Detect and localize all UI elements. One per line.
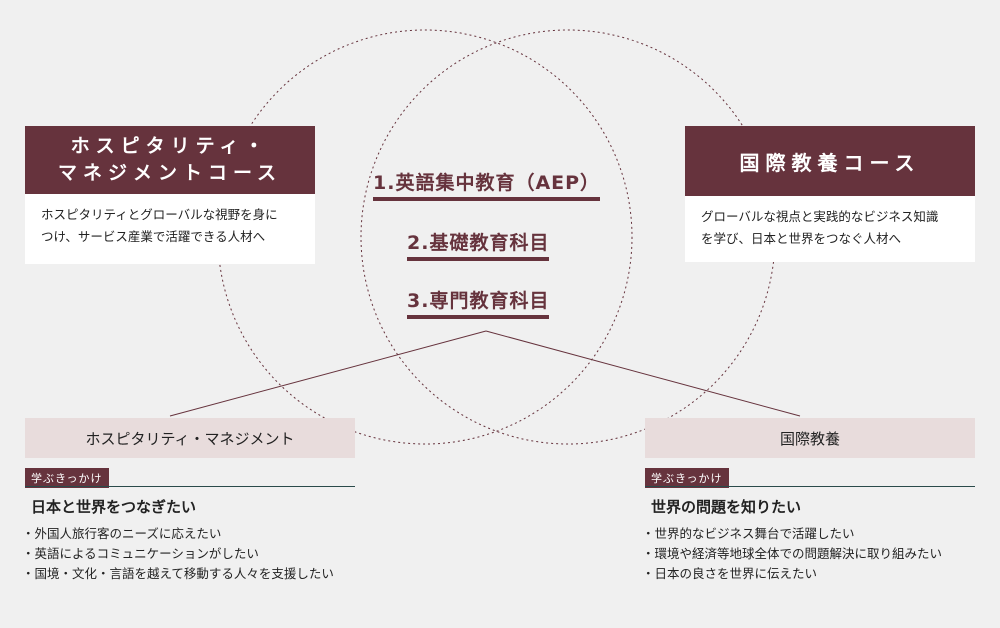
subject-basic: 2.基礎教育科目 <box>407 228 550 261</box>
list-item: 日本の良さを世界に伝えたい <box>642 564 942 584</box>
hospitality-course-desc: ホスピタリティとグローバルな視野を身に つけ、サービス産業で活躍できる人材へ <box>25 194 315 264</box>
list-item: 世界的なビジネス舞台で活躍したい <box>642 524 942 544</box>
hospitality-tag-underline <box>25 486 355 487</box>
list-item: 国境・文化・言語を越えて移動する人々を支援したい <box>22 564 334 584</box>
hospitality-desc-line1: ホスピタリティとグローバルな視野を身に <box>41 207 278 222</box>
global-desc-line2: を学び、日本と世界をつなぐ人材へ <box>701 231 902 246</box>
hospitality-motive-list: 外国人旅行客のニーズに応えたい 英語によるコミュニケーションがしたい 国境・文化… <box>22 524 334 584</box>
hospitality-desc-line2: つけ、サービス産業で活躍できる人材へ <box>41 229 266 244</box>
connector-left <box>169 330 487 417</box>
list-item: 英語によるコミュニケーションがしたい <box>22 544 334 564</box>
global-motive: 世界の問題を知りたい <box>651 498 802 516</box>
hospitality-motive: 日本と世界をつなぎたい <box>31 498 197 516</box>
global-desc-line1: グローバルな視点と実践的なビジネス知識 <box>701 209 939 224</box>
global-path-title-text: 国際教養 <box>779 429 840 448</box>
hospitality-path-title-text: ホスピタリティ・マネジメント <box>85 429 295 448</box>
global-motive-tag: 学ぶきっかけ <box>645 468 729 488</box>
list-item: 外国人旅行客のニーズに応えたい <box>22 524 334 544</box>
hospitality-course-title: ホスピタリティ・ マネジメントコース <box>25 126 315 194</box>
global-motive-list: 世界的なビジネス舞台で活躍したい 環境や経済等地球全体での問題解決に取り組みたい… <box>642 524 943 584</box>
subject-aep: 1.英語集中教育（AEP） <box>373 168 601 201</box>
global-course-title: 国際教養コース <box>685 126 975 196</box>
hospitality-course-title-line1: ホスピタリティ・ <box>70 135 270 157</box>
subject-specialized: 3.専門教育科目 <box>407 286 550 319</box>
list-item: 環境や経済等地球全体での問題解決に取り組みたい <box>642 544 943 564</box>
global-tag-underline <box>645 486 975 487</box>
global-path-title: 国際教養 <box>645 418 975 458</box>
global-course-title-text: 国際教養コース <box>739 150 921 175</box>
hospitality-course-title-line2: マネジメントコース <box>57 162 283 184</box>
hospitality-motive-tag: 学ぶきっかけ <box>25 468 109 488</box>
connector-right <box>485 330 801 417</box>
hospitality-path-title: ホスピタリティ・マネジメント <box>25 418 355 458</box>
global-course-desc: グローバルな視点と実践的なビジネス知識 を学び、日本と世界をつなぐ人材へ <box>685 196 975 262</box>
